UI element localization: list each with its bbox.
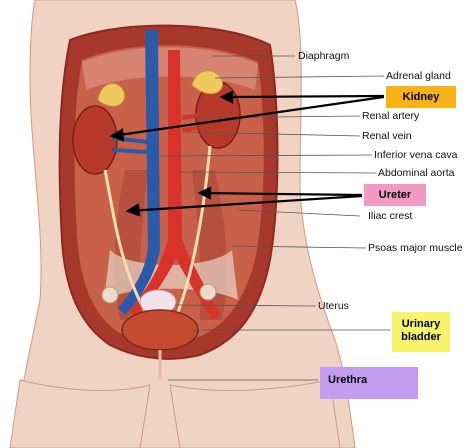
thigh-left <box>9 379 151 448</box>
right-adrenal-gland <box>191 70 224 95</box>
thigh-right <box>169 379 341 448</box>
highlight-urinary-bladder-line1: Urinary <box>401 318 441 330</box>
right-renal-vessels <box>181 113 199 132</box>
highlight-ureter-text: Ureter <box>378 189 412 201</box>
label-adrenal-gland: Adrenal gland <box>386 70 451 82</box>
right-ovary <box>199 283 217 301</box>
label-renal-artery: Renal artery <box>362 110 420 122</box>
highlight-ureter: Ureter <box>364 184 426 206</box>
urinary-bladder <box>121 309 199 351</box>
highlight-kidney: Kidney <box>386 86 456 108</box>
right-ureter <box>173 145 212 321</box>
left-ovary <box>101 286 119 304</box>
label-iliac-crest: Iliac crest <box>368 210 413 222</box>
label-inferior-vena-cava: Inferior vena cava <box>374 149 458 161</box>
label-uterus: Uterus <box>318 300 349 312</box>
inferior-vena-cava <box>118 30 160 315</box>
left-kidney <box>72 105 118 175</box>
highlight-urethra-text: Urethra <box>328 374 368 386</box>
highlight-urethra: Urethra <box>320 367 418 399</box>
label-psoas-major-muscle: Psoas major muscle <box>368 242 463 254</box>
left-adrenal-gland <box>97 83 126 107</box>
label-diaphragm: Diaphragm <box>298 50 350 62</box>
leader-lines <box>159 55 390 381</box>
label-abdominal-aorta: Abdominal aorta <box>378 167 455 179</box>
highlight-urinary-bladder-line2: bladder <box>401 331 441 343</box>
abdominal-aorta <box>130 50 220 320</box>
highlight-kidney-text: Kidney <box>402 91 440 103</box>
label-renal-vein: Renal vein <box>362 130 412 142</box>
highlight-arrows <box>109 90 385 217</box>
highlight-urinary-bladder: Urinary bladder <box>392 312 450 352</box>
